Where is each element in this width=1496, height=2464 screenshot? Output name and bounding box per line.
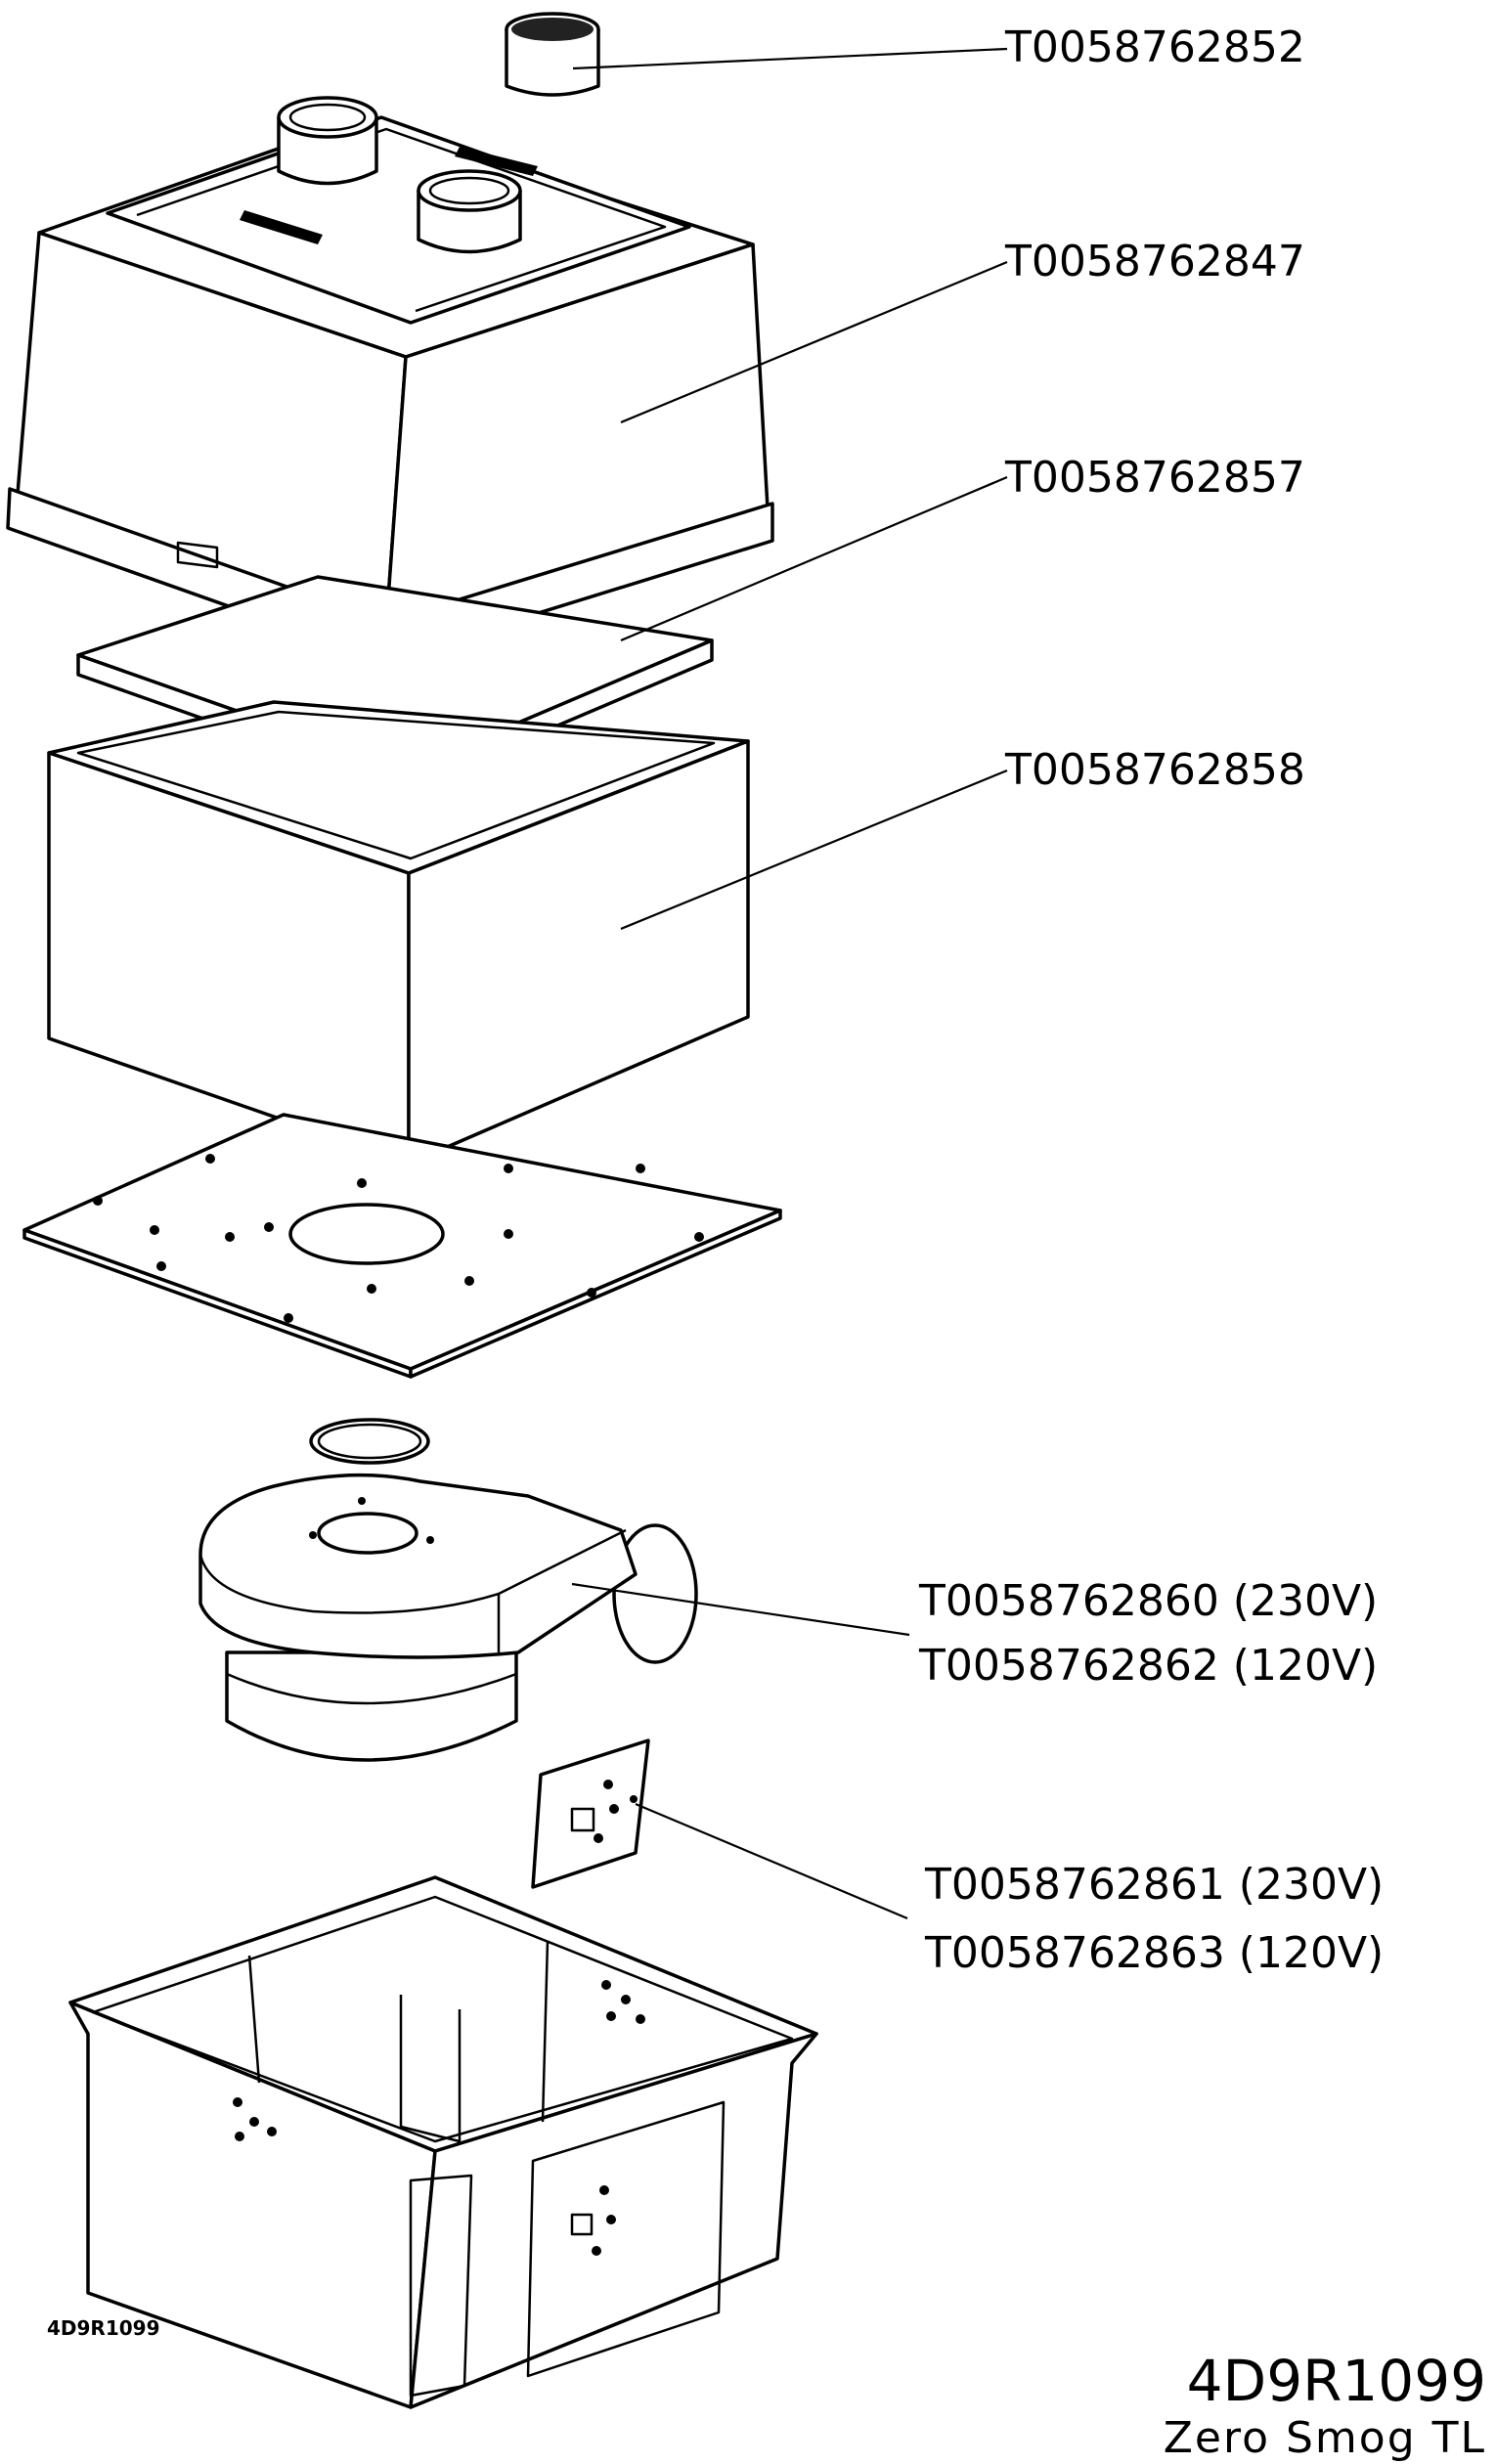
- callout-board-120: T0058762863 (120V): [924, 1928, 1384, 1978]
- gasket-ring-part: [309, 1418, 430, 1465]
- fan-part: [198, 1473, 698, 1762]
- base-plate-part: [22, 1113, 782, 1379]
- callout-fan-230: T0058762860 (230V): [918, 1576, 1378, 1626]
- callout-labels: T0058762852 T0058762847 T0058762857 T005…: [918, 22, 1384, 1978]
- filter-box-part: [47, 700, 750, 1166]
- drawing-name: Zero Smog TL: [1164, 2413, 1486, 2463]
- top-cover-part: [6, 96, 774, 663]
- callout-fan-120: T0058762862 (120V): [918, 1641, 1378, 1691]
- housing-base-part: 4D9R1099: [47, 1875, 818, 2409]
- drawing-code: 4D9R1099: [1187, 2348, 1486, 2414]
- cap-part: [505, 12, 600, 97]
- callout-filter-pad: T0058762857: [1004, 453, 1305, 503]
- base-marking: 4D9R1099: [47, 2316, 160, 2340]
- control-board-part: [531, 1738, 650, 1889]
- callout-board-230: T0058762861 (230V): [924, 1860, 1384, 1910]
- callout-cap: T0058762852: [1004, 22, 1305, 72]
- callout-top-cover: T0058762847: [1004, 237, 1305, 286]
- leader-lines: [571, 47, 1008, 1920]
- title-block: 4D9R1099 Zero Smog TL: [1164, 2348, 1486, 2463]
- callout-filter-box: T0058762858: [1004, 745, 1305, 795]
